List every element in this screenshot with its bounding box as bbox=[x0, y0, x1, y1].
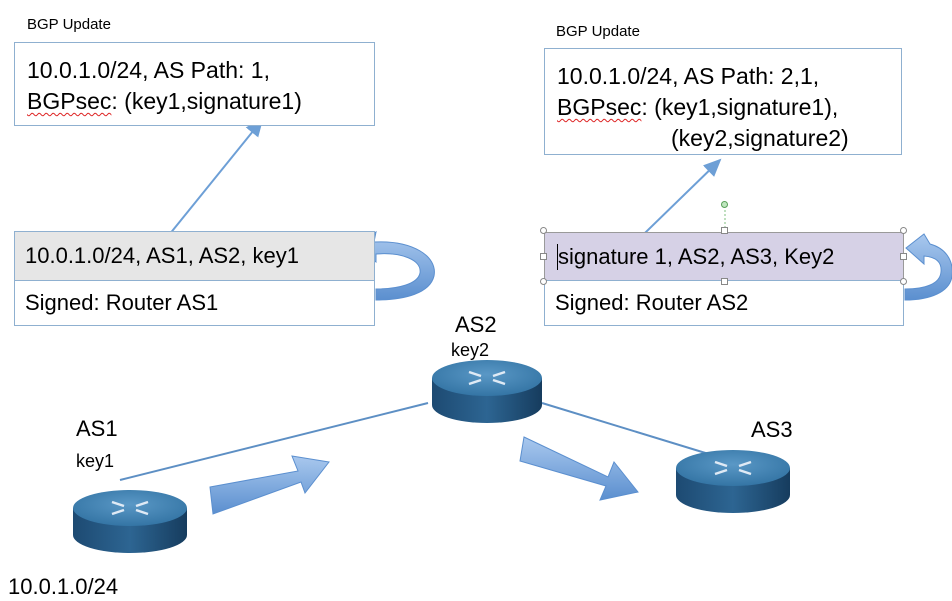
selection-handle-bottom-mid[interactable] bbox=[721, 278, 728, 285]
right-update-title: BGP Update bbox=[556, 23, 640, 40]
as1-prefix-label: 10.0.1.0/24 bbox=[8, 574, 119, 599]
selection-handle-top-left[interactable] bbox=[540, 227, 547, 234]
right-update-line2-rest: : (key1,signature1), bbox=[641, 94, 839, 120]
as2-key-label: key2 bbox=[451, 340, 490, 360]
right-update-line3: (key2,signature2) bbox=[671, 125, 849, 151]
selection-handle-mid-right[interactable] bbox=[900, 253, 907, 260]
router-as2-icon bbox=[432, 360, 542, 423]
right-update-bgpsec-keyword: BGPsec bbox=[557, 94, 642, 120]
as3-label: AS3 bbox=[751, 417, 793, 442]
router-as3-icon bbox=[676, 450, 790, 513]
rotate-handle[interactable] bbox=[721, 201, 728, 208]
curved-arrow-right-icon bbox=[904, 233, 952, 301]
left-update-line1: 10.0.1.0/24, AS Path: 1, bbox=[27, 57, 270, 83]
flow-arrow-as1-to-as2-icon bbox=[209, 455, 330, 515]
left-update-bgpsec-keyword: BGPsec bbox=[27, 88, 112, 114]
right-data-row-text[interactable]: signature 1, AS2, AS3, Key2 bbox=[557, 243, 835, 270]
left-data-row-text: 10.0.1.0/24, AS1, AS2, key1 bbox=[25, 243, 299, 268]
flow-arrow-as2-to-as3-icon bbox=[519, 436, 639, 501]
selection-handle-bottom-left[interactable] bbox=[540, 278, 547, 285]
link-as1-as2 bbox=[119, 402, 429, 481]
as2-label: AS2 bbox=[455, 312, 497, 337]
selection-handle-bottom-right[interactable] bbox=[900, 278, 907, 285]
right-data-row[interactable]: signature 1, AS2, AS3, Key2 bbox=[544, 232, 904, 281]
link-as2-as3 bbox=[541, 402, 713, 456]
right-update-box: 10.0.1.0/24, AS Path: 2,1, BGPsec: (key1… bbox=[544, 48, 902, 155]
left-update-title: BGP Update bbox=[27, 16, 111, 33]
right-update-text: 10.0.1.0/24, AS Path: 2,1, BGPsec: (key1… bbox=[545, 49, 901, 154]
selection-handle-mid-left[interactable] bbox=[540, 253, 547, 260]
right-signed-row-text: Signed: Router AS2 bbox=[555, 290, 749, 315]
left-signed-row: Signed: Router AS1 bbox=[14, 280, 375, 326]
selection-handle-top-mid[interactable] bbox=[721, 227, 728, 234]
selection-handle-top-right[interactable] bbox=[900, 227, 907, 234]
left-data-row: 10.0.1.0/24, AS1, AS2, key1 bbox=[14, 231, 375, 281]
router-as1-icon bbox=[73, 490, 187, 553]
left-update-box: 10.0.1.0/24, AS Path: 1, BGPsec: (key1,s… bbox=[14, 42, 375, 126]
as1-label: AS1 bbox=[76, 416, 118, 441]
left-update-text: 10.0.1.0/24, AS Path: 1, BGPsec: (key1,s… bbox=[15, 43, 374, 117]
left-update-line2-rest: : (key1,signature1) bbox=[111, 88, 302, 114]
left-signed-row-text: Signed: Router AS1 bbox=[25, 290, 219, 315]
as1-key-label: key1 bbox=[76, 451, 115, 471]
right-signed-row: Signed: Router AS2 bbox=[544, 280, 904, 326]
right-update-line1: 10.0.1.0/24, AS Path: 2,1, bbox=[557, 63, 820, 89]
